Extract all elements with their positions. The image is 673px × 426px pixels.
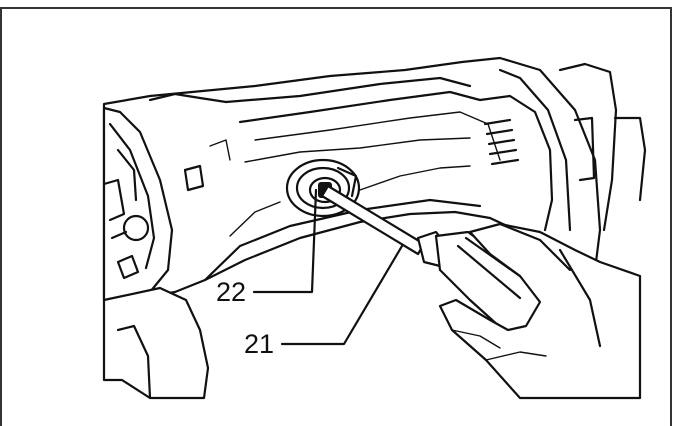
hand [438,222,642,400]
callout-label-21: 21 [244,329,274,359]
vent-slots [483,118,520,166]
callout-21-leader [280,244,404,346]
callout-22-leader [252,188,318,294]
figure-frame [0,7,672,426]
callout-label-22: 22 [216,277,246,307]
gear-head [102,106,210,400]
